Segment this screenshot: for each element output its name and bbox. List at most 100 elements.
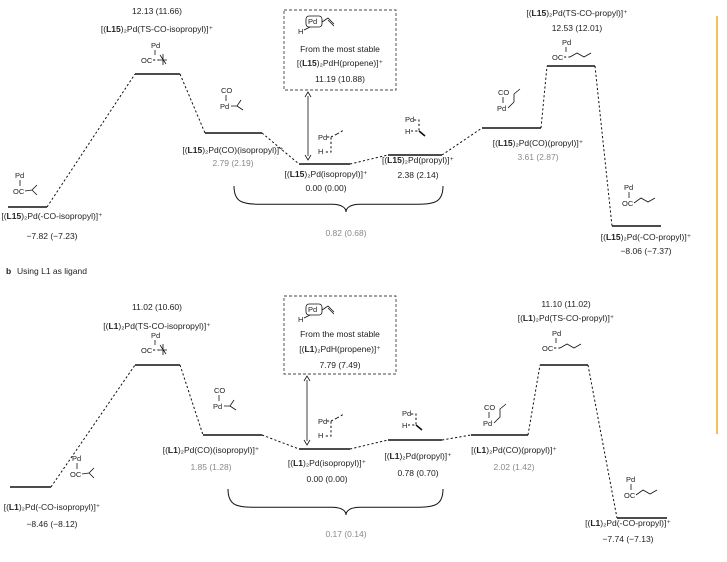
panel-b-struct-pd-co-isopropyl-co-ligand: CO — [214, 386, 225, 395]
panel-a-struct-pdh-propene-h-atom: H — [298, 27, 303, 36]
panel-a-struct-pd-co-isopropyl-co-ligand: CO — [221, 86, 232, 95]
panel-b-box-caption: From the most stable — [300, 329, 380, 339]
panel-a-struct-ts-propyl-pd-atom: Pd — [562, 38, 571, 47]
panel-b-struct-co-isopropyl-pd-atom: Pd — [72, 454, 81, 463]
panel-b-struct-pdh-propene-pd-atom: Pd — [308, 305, 317, 314]
panel-b-letter: b — [6, 266, 11, 276]
panel-a-connector-4 — [349, 154, 389, 165]
panel-a-connector-7 — [594, 65, 613, 227]
panel-a-struct-pd-propyl-ethyl-wedge — [418, 130, 426, 137]
panel-b-struct-pd-co-isopropyl-isopropyl-group — [224, 399, 237, 411]
panel-a-label-pd-co-isopropyl: [(L15)₂Pd(CO)(isopropyl)]⁺ — [182, 145, 284, 155]
panel-b-label-ts-co-isopropyl: [(L1)₂Pd(TS-CO-isopropyl)]⁺ — [103, 321, 211, 331]
panel-b-struct-pd-propyl-ethyl-wedge — [415, 424, 423, 431]
panel-b-struct-pd-isopropyl-methyl-wedge — [330, 413, 345, 422]
panel-a-energy-pd-propyl: 2.38 (2.14) — [397, 170, 438, 180]
panel-a-struct-ts-isopropyl-pd-atom: Pd — [151, 41, 160, 50]
panel-a-struct-pd-co-propyl-propyl-chain — [507, 88, 521, 109]
panel-b-propene-box — [283, 295, 397, 375]
panel-a-energy-pd-isopropyl: 0.00 (0.00) — [305, 183, 346, 193]
panel-b-energy-pd-propyl: 0.78 (0.70) — [397, 468, 438, 478]
panel-b-energy-ts-co-propyl: 11.10 (11.02) — [541, 299, 590, 309]
panel-b-struct-pd-co-propyl-co-ligand: CO — [484, 403, 495, 412]
panel-a-propene-box — [283, 9, 397, 91]
panel-b-box-energy: 7.79 (7.49) — [319, 360, 360, 370]
panel-b-struct-ts-propyl-pd-atom: Pd — [552, 329, 561, 338]
panel-a-struct-pdh-propene-propene — [321, 17, 335, 27]
panel-b-struct-co-propyl-propyl-chain — [635, 489, 658, 496]
panel-b-energy-pd-co-propyl: 2.02 (1.42) — [493, 462, 534, 472]
panel-b-connector-5 — [441, 434, 472, 441]
panel-a-struct-pdh-propene-h-bond — [303, 26, 311, 31]
panel-b-energy-pd-isopropyl: 0.00 (0.00) — [306, 474, 347, 484]
panel-a-label-co-propyl: [(L15)₂Pd(-CO-propyl)]⁺ — [601, 232, 692, 242]
panel-b-struct-pd-isopropyl-agostic-bond — [324, 420, 332, 437]
panel-b-connector-4 — [349, 439, 389, 450]
panel-b-isomer-brace — [227, 488, 444, 516]
panel-b-label-pd-co-isopropyl: [(L1)₂Pd(CO)(isopropyl)]⁺ — [163, 445, 260, 455]
panel-a-struct-co-isopropyl-oc-group: OC — [13, 187, 25, 196]
panel-b-struct-ts-isopropyl-oc-group: OC — [141, 346, 153, 355]
panel-a-struct-pdh-propene-pd-atom: Pd — [308, 17, 317, 26]
panel-a-energy-co-isopropyl: −7.82 (−7.23) — [26, 231, 77, 241]
panel-b-label-pd-co-propyl: [(L1)₂Pd(CO)(propyl)]⁺ — [471, 445, 557, 455]
panel-b-struct-pd-propyl-h-atom: H — [402, 421, 407, 430]
panel-b-struct-ts-propyl-propyl-chain — [559, 343, 582, 349]
panel-b-energy-co-isopropyl: −8.46 (−8.12) — [26, 519, 77, 529]
panel-a-connector-5 — [441, 127, 483, 156]
panel-a-box-energy: 11.19 (10.88) — [315, 74, 365, 84]
panel-a-struct-pd-co-propyl-pd-atom: Pd — [497, 104, 506, 113]
panel-a-label-ts-co-isopropyl: [(L15)₂Pd(TS-CO-isopropyl)]⁺ — [101, 24, 214, 34]
panel-a-energy-pd-co-propyl: 3.61 (2.87) — [517, 152, 558, 162]
panel-a-struct-ts-isopropyl-oc-group: OC — [141, 56, 153, 65]
panel-a-energy-pd-co-isopropyl: 2.79 (2.19) — [212, 158, 253, 168]
panel-b-struct-co-isopropyl-oc-group: OC — [70, 470, 82, 479]
panel-a-label-pd-propyl: [(L15)₂Pd(propyl)]⁺ — [382, 155, 455, 165]
panel-b-struct-pdh-propene-h-atom: H — [298, 315, 303, 324]
panel-a-struct-co-propyl-propyl-chain — [633, 197, 656, 204]
panel-a-label-pd-co-propyl: [(L15)₂Pd(CO)(propyl)]⁺ — [493, 138, 584, 148]
panel-b-energy-co-propyl: −7.74 (−7.13) — [602, 534, 653, 544]
panel-a-connector-3 — [261, 132, 300, 165]
panel-a-label-pd-isopropyl: [(L15)₂Pd(isopropyl)]⁺ — [285, 169, 368, 179]
panel-a-struct-pd-co-isopropyl-isopropyl-group — [231, 99, 244, 111]
side-scroll-indicator — [716, 16, 718, 434]
panel-a-struct-pd-propyl-pd-atom: Pd — [405, 115, 414, 124]
panel-b-connector-2 — [179, 364, 204, 436]
panel-b-energy-ts-co-isopropyl: 11.02 (10.60) — [132, 302, 182, 312]
panel-b-struct-co-isopropyl-isopropyl-group — [81, 467, 95, 479]
panel-a-label-ts-co-propyl: [(L15)₂Pd(TS-CO-propyl)]⁺ — [526, 8, 628, 18]
panel-a-energy-co-propyl: −8.06 (−7.37) — [620, 246, 671, 256]
panel-a-label-co-isopropyl: [(L15)₂Pd(-CO-isopropyl)]⁺ — [1, 211, 103, 221]
panel-a-struct-pd-propyl-h-atom: H — [405, 127, 410, 136]
panel-b-connector-7 — [587, 364, 618, 519]
panel-a-struct-ts-propyl-oc-group: OC — [552, 53, 564, 62]
panel-a-brace-energy: 0.82 (0.68) — [325, 228, 366, 238]
panel-a-connector-6 — [540, 65, 548, 129]
panel-a-struct-co-isopropyl-isopropyl-group — [24, 184, 38, 196]
panel-b-struct-ts-propyl-oc-group: OC — [542, 344, 554, 353]
panel-a-struct-pd-isopropyl-methyl-wedge — [330, 129, 345, 138]
panel-b-energy-pd-co-isopropyl: 1.85 (1.28) — [190, 462, 231, 472]
panel-a-struct-ts-propyl-propyl-chain — [569, 52, 592, 58]
panel-a-struct-pd-co-isopropyl-pd-atom: Pd — [220, 102, 229, 111]
panel-b-struct-co-propyl-pd-atom: Pd — [626, 475, 635, 484]
panel-a-struct-pd-propyl-agostic-bond — [411, 119, 420, 132]
panel-b-arrow-head-up — [303, 375, 311, 382]
panel-a-connector-2 — [179, 73, 206, 134]
panel-b-connector-1 — [50, 364, 136, 488]
panel-a-struct-co-propyl-pd-atom: Pd — [624, 183, 633, 192]
panel-b-connector-3 — [261, 434, 300, 450]
panel-a-struct-pd-co-propyl-co-ligand: CO — [498, 88, 509, 97]
panel-a-energy-ts-co-propyl: 12.53 (12.01) — [552, 23, 603, 33]
panel-b-box-formula: [(L1)₂PdH(propene)]⁺ — [299, 344, 381, 354]
panel-b-title: Using L1 as ligand — [17, 266, 87, 276]
panel-a-isomer-brace — [233, 185, 444, 213]
panel-a-arrow-head-down — [304, 154, 312, 161]
panel-a-struct-pd-isopropyl-h-atom: H — [318, 147, 323, 156]
panel-b-struct-pd-propyl-agostic-bond — [408, 413, 417, 426]
panel-a-connector-1 — [46, 73, 136, 208]
panel-b-struct-pd-isopropyl-h-atom: H — [318, 431, 323, 440]
